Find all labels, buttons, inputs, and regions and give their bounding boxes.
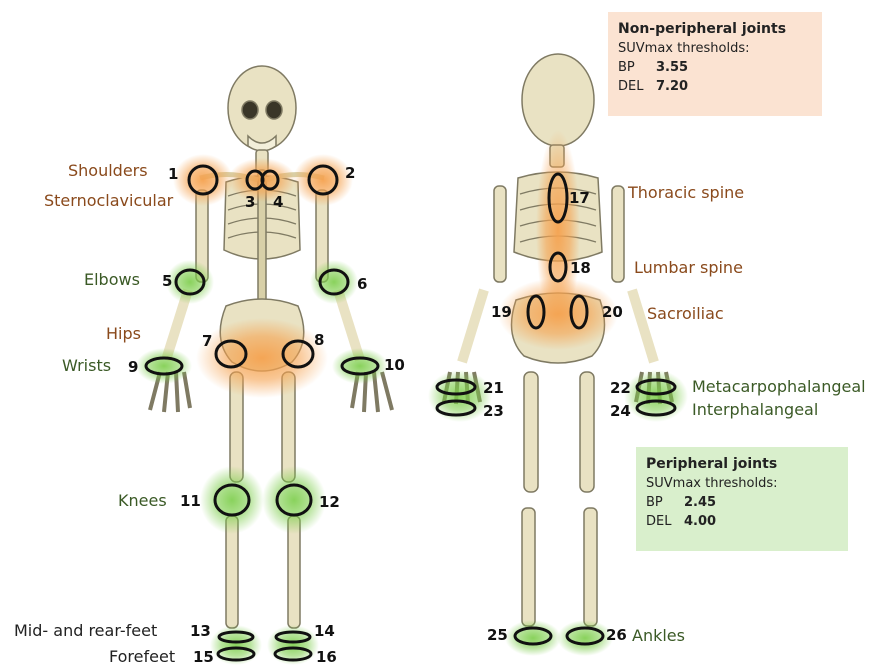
joint-number-15: 15 <box>193 649 214 665</box>
label-midrearfeet: Mid- and rear-feet <box>14 622 157 640</box>
joint-number-1: 1 <box>168 166 178 182</box>
label-thoracic-spine: Thoracic spine <box>628 184 744 202</box>
legend-non-peripheral: Non-peripheral joints SUVmax thresholds:… <box>608 12 822 116</box>
joint-number-4: 4 <box>273 194 283 210</box>
joint-number-7: 7 <box>202 333 212 349</box>
label-knees: Knees <box>118 492 167 510</box>
joint-number-18: 18 <box>570 260 591 276</box>
joint-number-6: 6 <box>357 276 367 292</box>
joint-number-26: 26 <box>606 627 627 643</box>
label-sternoclavicular: Sternoclavicular <box>44 192 173 210</box>
skull-front <box>228 66 296 150</box>
label-wrists: Wrists <box>62 357 111 375</box>
label-interphalangeal: Interphalangeal <box>692 401 818 419</box>
label-forefeet: Forefeet <box>109 648 175 666</box>
legend-np-title: Non-peripheral joints <box>618 20 812 39</box>
joint-number-3: 3 <box>245 194 255 210</box>
joint-number-13: 13 <box>190 623 211 639</box>
joint-number-11: 11 <box>180 493 201 509</box>
joint-number-20: 20 <box>602 304 623 320</box>
legend-np-subtitle: SUVmax thresholds: <box>618 39 812 58</box>
joint-number-9: 9 <box>128 359 138 375</box>
label-metacarpophalangeal: Metacarpophalangeal <box>692 378 866 396</box>
label-ankles: Ankles <box>632 627 685 645</box>
joint-number-23: 23 <box>483 403 504 419</box>
joint-number-12: 12 <box>319 494 340 510</box>
joint-number-16: 16 <box>316 649 337 665</box>
legend-p-subtitle: SUVmax thresholds: <box>646 474 838 493</box>
joint-number-14: 14 <box>314 623 335 639</box>
joint-number-5: 5 <box>162 273 172 289</box>
legend-p-title: Peripheral joints <box>646 455 838 474</box>
label-shoulders: Shoulders <box>68 162 148 180</box>
joint-number-10: 10 <box>384 357 405 373</box>
label-elbows: Elbows <box>84 271 140 289</box>
joint-number-2: 2 <box>345 165 355 181</box>
joint-number-8: 8 <box>314 332 324 348</box>
joint-number-21: 21 <box>483 380 504 396</box>
joint-number-19: 19 <box>491 304 512 320</box>
joint-number-25: 25 <box>487 627 508 643</box>
joint-number-24: 24 <box>610 403 631 419</box>
label-lumbar-spine: Lumbar spine <box>634 259 743 277</box>
joint-number-17: 17 <box>569 190 590 206</box>
joint-number-22: 22 <box>610 380 631 396</box>
label-hips: Hips <box>106 325 141 343</box>
label-sacroiliac: Sacroiliac <box>647 305 724 323</box>
